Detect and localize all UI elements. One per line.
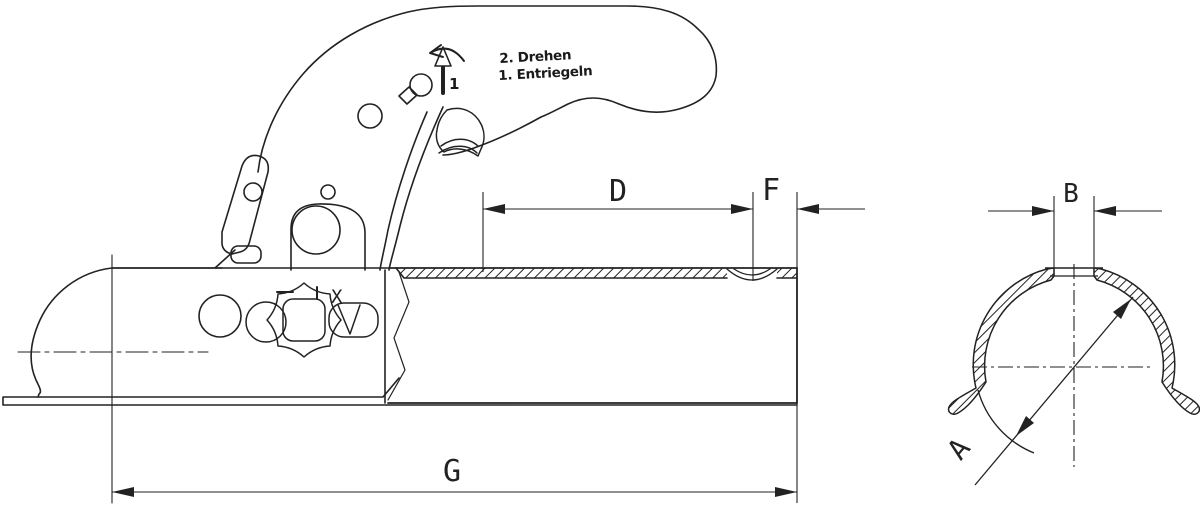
instruction-step-2: 2. Drehen bbox=[499, 47, 572, 67]
dimension-b: B bbox=[988, 179, 1162, 276]
dimension-a-label: A bbox=[941, 432, 977, 466]
coupling-jaw bbox=[290, 184, 366, 271]
star-knob-detail bbox=[245, 282, 379, 358]
claw-catch bbox=[435, 107, 485, 157]
baseplate bbox=[2, 377, 798, 406]
front-catch-lever bbox=[221, 154, 270, 264]
body-hole bbox=[198, 294, 242, 338]
handle-hole bbox=[357, 103, 383, 129]
v-marking bbox=[337, 304, 361, 335]
side-view-centerlines bbox=[17, 254, 209, 504]
rotate-arrow-icon bbox=[429, 44, 465, 62]
bell-rim-arc bbox=[977, 389, 1035, 454]
dimension-g-label: G bbox=[443, 454, 461, 489]
tube-hole bbox=[726, 268, 778, 281]
bell-wall-left bbox=[947, 267, 1055, 415]
coupling-side-view bbox=[2, 5, 798, 504]
arrow-number-label: 1 bbox=[449, 75, 459, 93]
instruction-step-1: 1. Entriegeln bbox=[498, 63, 593, 84]
dimension-g: G bbox=[112, 403, 798, 503]
dimension-f: F bbox=[762, 173, 865, 268]
pivot-hole bbox=[320, 184, 336, 200]
dimension-d-label: D bbox=[609, 174, 627, 209]
break-line bbox=[387, 271, 410, 401]
dimension-b-label: B bbox=[1063, 179, 1079, 209]
drawbar-tube bbox=[384, 267, 798, 404]
dimension-d: D bbox=[482, 174, 754, 281]
tube-cross-section-view bbox=[947, 264, 1200, 467]
bell-wall-right bbox=[1093, 267, 1200, 415]
release-knob bbox=[398, 73, 433, 105]
instruction-text: 2. Drehen 1. Entriegeln bbox=[498, 47, 593, 84]
x-marking-label: X bbox=[331, 286, 343, 308]
coupling-body bbox=[30, 249, 391, 398]
dimension-f-label: F bbox=[762, 173, 780, 208]
section-centerlines bbox=[972, 264, 1152, 467]
handle-lever bbox=[257, 5, 718, 271]
ball-socket-hole bbox=[291, 205, 341, 255]
